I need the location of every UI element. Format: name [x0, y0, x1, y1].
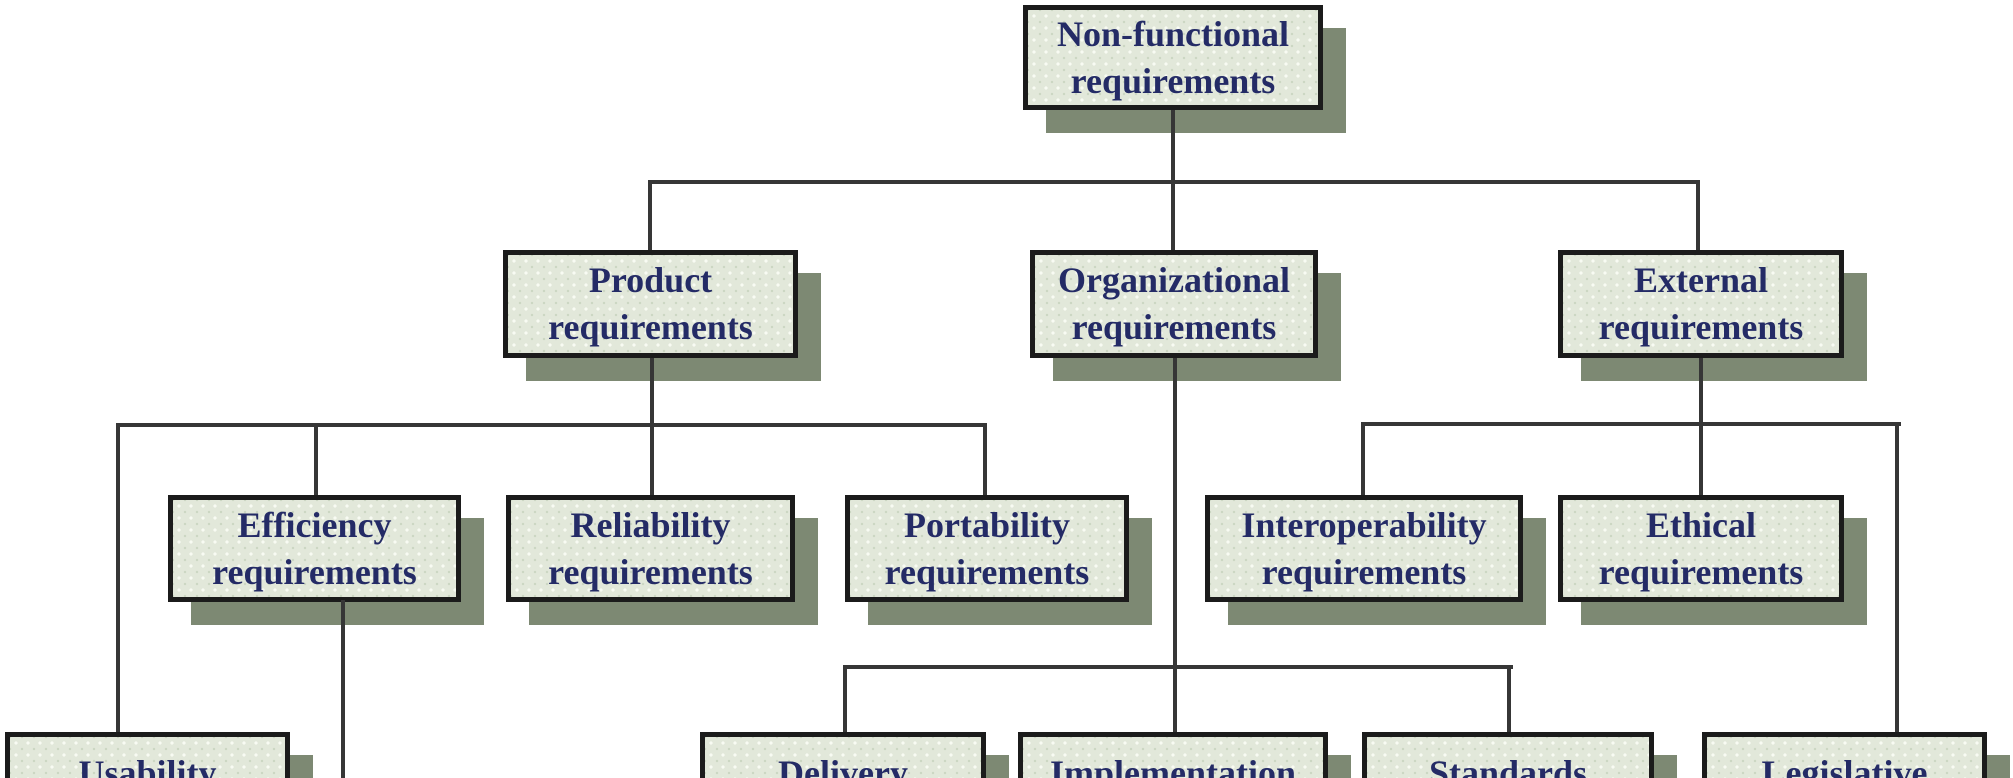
connector-level1-bus	[648, 180, 1700, 184]
node-non-functional-requirements: Non-functional requirements	[1023, 5, 1323, 110]
node-label-line1: Product	[588, 260, 713, 300]
connector-organizational-bus	[843, 665, 1513, 669]
node-delivery-requirements: Delivery	[700, 732, 986, 778]
node-label-line2: requirements	[1598, 307, 1804, 347]
connector-drop-product	[648, 180, 652, 250]
connector-external-stem	[1699, 358, 1703, 495]
node-label-line1: Usability	[78, 753, 217, 778]
node-label-line1: Implementation	[1050, 753, 1296, 778]
node-label-line2: requirements	[548, 307, 753, 347]
node-efficiency-requirements: Efficiency requirements	[168, 495, 461, 602]
node-label-line2: requirements	[1071, 307, 1277, 347]
connector-drop-external	[1696, 180, 1700, 250]
node-label-line2: requirements	[884, 551, 1090, 592]
connector-organizational-stem	[1173, 358, 1177, 732]
node-label-line2: requirements	[1261, 551, 1467, 592]
node-organizational-requirements: Organizational requirements	[1030, 250, 1318, 358]
node-product-requirements: Product requirements	[503, 250, 798, 358]
node-label-line2: requirements	[1598, 551, 1804, 592]
node-label-line1: Legislative	[1761, 753, 1928, 778]
connector-drop-delivery	[843, 665, 847, 732]
node-label-line1: Non-functional	[1056, 13, 1290, 54]
connector-drop-portability	[983, 423, 987, 495]
node-label-line1: Delivery	[778, 753, 908, 778]
node-label-line1: Ethical	[1645, 504, 1756, 545]
node-label-line1: Efficiency	[237, 504, 392, 545]
node-label-line2: requirements	[1070, 60, 1276, 101]
connector-drop-legislative	[1895, 422, 1899, 732]
node-external-requirements: External requirements	[1558, 250, 1844, 358]
connector-product-bus	[116, 423, 987, 427]
node-label-line1: Standards	[1428, 753, 1588, 778]
node-interoperability-requirements: Interoperability requirements	[1205, 495, 1523, 602]
connector-drop-interoperability	[1361, 422, 1365, 495]
node-label-line1: Organizational	[1058, 260, 1290, 300]
connector-external-bus	[1361, 422, 1901, 426]
node-ethical-requirements: Ethical requirements	[1558, 495, 1844, 602]
node-label-line2: requirements	[212, 551, 417, 592]
node-implementation-requirements: Implementation	[1018, 732, 1328, 778]
node-standards-requirements: Standards	[1362, 732, 1654, 778]
node-portability-requirements: Portability requirements	[845, 495, 1129, 602]
node-label-line1: Interoperability	[1241, 504, 1487, 545]
connector-drop-standards	[1507, 665, 1511, 732]
node-reliability-requirements: Reliability requirements	[506, 495, 795, 602]
connector-efficiency-stem	[341, 600, 345, 778]
connector-drop-usability	[116, 423, 120, 732]
node-label-line2: requirements	[548, 551, 753, 592]
node-label-line1: Reliability	[570, 504, 731, 545]
node-label-line1: External	[1634, 260, 1768, 300]
connector-drop-efficiency	[314, 423, 318, 495]
node-label-line1: Portability	[904, 504, 1070, 545]
node-legislative-requirements: Legislative	[1702, 732, 1987, 778]
node-usability-requirements: Usability	[5, 732, 290, 778]
